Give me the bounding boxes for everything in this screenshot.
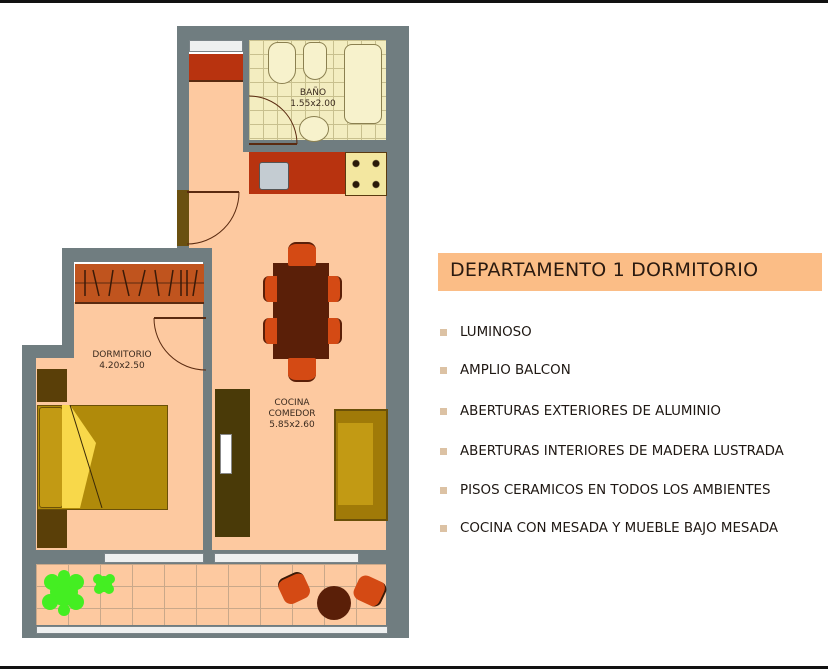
feature-text: ABERTURAS EXTERIORES DE ALUMINIO [460, 403, 721, 419]
feature-text: COCINA CON MESADA Y MUEBLE BAJO MESADA [460, 520, 779, 536]
bedroom-balcony-window [104, 553, 204, 563]
sink-icon [299, 116, 329, 142]
chair-right-2 [328, 318, 342, 344]
balcony-table [317, 586, 351, 620]
entry-door-icon [186, 191, 240, 245]
bathroom-name: BAÑO [299, 88, 327, 98]
plant-small-icon [93, 574, 115, 594]
stove-icon [345, 152, 387, 196]
top-window [189, 40, 243, 52]
chair-left-1 [263, 276, 277, 302]
sofa-seat [338, 423, 373, 505]
chair-right-1 [328, 276, 342, 302]
feature-text: LUMINOSO [460, 324, 532, 340]
kitchen-size: 5.85x2.60 [269, 420, 315, 430]
bedroom-size: 4.20x2.50 [99, 361, 145, 371]
feature-item: PISOS CERAMICOS EN TODOS LOS AMBIENTES [440, 480, 771, 500]
bedroom-label: DORMITORIO 4.20x2.50 [82, 350, 162, 372]
bathroom-size: 1.55x2.00 [290, 99, 336, 109]
wall-right [386, 26, 409, 638]
bathtub-icon [344, 44, 382, 124]
wall-bath-left [243, 36, 249, 152]
bullet-icon [440, 524, 447, 532]
bottom-border [0, 666, 828, 669]
nightstand-bottom [37, 510, 67, 548]
feature-item: ABERTURAS INTERIORES DE MADERA LUSTRADA [440, 441, 784, 461]
feature-text: AMPLIO BALCON [460, 362, 571, 378]
bullet-icon [440, 486, 447, 494]
pillow [39, 407, 63, 508]
feature-text: ABERTURAS INTERIORES DE MADERA LUSTRADA [460, 443, 784, 459]
kitchen-label: COCINA COMEDOR 5.85x2.60 [262, 398, 322, 431]
feature-item: COCINA CON MESADA Y MUEBLE BAJO MESADA [440, 518, 778, 538]
page-title: DEPARTAMENTO 1 DORMITORIO [450, 259, 759, 281]
feature-item: ABERTURAS EXTERIORES DE ALUMINIO [440, 401, 721, 421]
bathroom-door-icon [248, 95, 298, 145]
kitchen-name: COCINA [274, 398, 310, 408]
plant-large-icon [42, 570, 84, 616]
wall-left [22, 345, 36, 638]
wardrobe-hangers-icon [75, 269, 204, 297]
bullet-icon [440, 366, 447, 374]
entry-door-frame [177, 190, 189, 246]
wall-bedroom-top [62, 248, 212, 262]
floor-plan: BAÑO 1.55x2.00 DORMITORIO 4.20x2.50 [22, 26, 409, 638]
bathroom-label: BAÑO 1.55x2.00 [282, 88, 344, 110]
top-border [0, 0, 828, 3]
tv-icon [220, 434, 232, 474]
wall-top [177, 26, 409, 40]
bullet-icon [440, 407, 447, 415]
wardrobe [75, 264, 204, 304]
title-box: DEPARTAMENTO 1 DORMITORIO [438, 253, 822, 291]
wall-partition [203, 248, 212, 566]
chair-top [288, 242, 316, 266]
feature-text: PISOS CERAMICOS EN TODOS LOS AMBIENTES [460, 482, 771, 498]
toilet-icon [268, 42, 296, 84]
bullet-icon [440, 328, 447, 336]
dining-table [273, 263, 329, 359]
bedroom-name: DORMITORIO [92, 350, 152, 360]
balcony-railing [36, 626, 388, 634]
feature-item: LUMINOSO [440, 322, 532, 342]
chair-bottom [288, 358, 316, 382]
wall-bedroom-left-upper [62, 248, 74, 358]
chair-left-2 [263, 318, 277, 344]
nightstand-top [37, 369, 67, 402]
entry-cabinet [189, 54, 243, 82]
kitchen-name-2: COMEDOR [268, 409, 316, 419]
bullet-icon [440, 447, 447, 455]
kitchen-sink-icon [259, 162, 289, 190]
bed-sheet-icon [62, 405, 103, 508]
feature-item: AMPLIO BALCON [440, 360, 571, 380]
living-balcony-window [214, 553, 359, 563]
bedroom-door-icon [153, 317, 207, 371]
bidet-icon [303, 42, 327, 80]
